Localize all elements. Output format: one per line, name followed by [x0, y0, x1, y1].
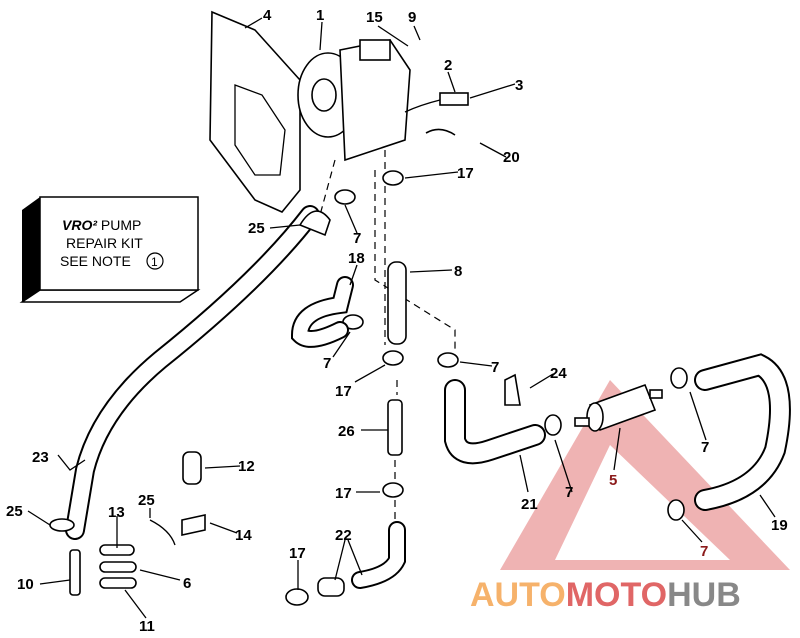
- callout-1: 1: [316, 7, 324, 24]
- callout-9: 9: [408, 9, 416, 26]
- leader-lines: [27, 17, 776, 619]
- callout-2: 2: [444, 57, 452, 74]
- fuel-filter: [574, 383, 663, 432]
- svg-text:VRO² PUMP: VRO² PUMP: [62, 217, 141, 233]
- callout-7: 7: [353, 230, 361, 247]
- watermark-triangle: [500, 380, 790, 570]
- watermark-moto: MOTO: [566, 576, 667, 614]
- callouts: 4 1 15 9 2 3 20 17 25 7 18 8 7 17 7 24 2…: [6, 7, 788, 635]
- callout-3: 3: [515, 77, 523, 94]
- bracket-plate: [209, 10, 301, 213]
- clip: [425, 128, 456, 136]
- kit-line2: REPAIR KIT: [66, 235, 143, 251]
- callout-19: 19: [771, 517, 788, 534]
- kit-brand: VRO²: [62, 217, 97, 233]
- plug-12: [182, 451, 202, 485]
- callout-7: 7: [700, 543, 708, 560]
- callout-8: 8: [454, 263, 462, 280]
- clamps: [285, 170, 688, 606]
- callout-7: 7: [701, 439, 709, 456]
- watermark-logo: AUTOMOTOHUB: [470, 576, 741, 614]
- callout-21: 21: [521, 496, 538, 513]
- callout-11: 11: [139, 618, 155, 635]
- callout-15: 15: [366, 9, 383, 26]
- watermark-auto: AUTO: [470, 576, 566, 614]
- callout-17: 17: [335, 383, 352, 400]
- callout-17: 17: [289, 545, 306, 562]
- kit-line3: SEE NOTE: [60, 253, 131, 269]
- callout-26: 26: [338, 423, 355, 440]
- fitting-10: [69, 549, 81, 596]
- callout-13: 13: [108, 504, 125, 521]
- callout-20: 20: [503, 149, 520, 166]
- callout-17: 17: [335, 485, 352, 502]
- callout-18: 18: [348, 250, 365, 267]
- callout-6: 6: [183, 575, 191, 592]
- repair-kit-box: VRO² PUMP REPAIR KIT SEE NOTE 1: [19, 196, 201, 303]
- callout-25: 25: [6, 503, 23, 520]
- callout-23: 23: [32, 449, 49, 466]
- kit-note-ref: 1: [151, 255, 158, 269]
- callout-10: 10: [17, 576, 34, 593]
- callout-7: 7: [323, 355, 331, 372]
- callout-7: 7: [491, 359, 499, 376]
- callout-14: 14: [235, 527, 252, 544]
- fuel-pump: [297, 39, 411, 162]
- connector-26: [387, 399, 403, 456]
- hose-8: [387, 261, 407, 345]
- callout-25: 25: [248, 220, 265, 237]
- fitting: [439, 92, 469, 106]
- callout-12: 12: [238, 458, 255, 475]
- callout-5: 5: [609, 472, 617, 489]
- callout-25: 25: [138, 492, 155, 509]
- callout-22: 22: [335, 527, 352, 544]
- callout-24: 24: [550, 365, 567, 382]
- watermark-hub: HUB: [667, 576, 741, 614]
- kit-pump: PUMP: [101, 217, 141, 233]
- callout-4: 4: [263, 7, 272, 24]
- callout-17: 17: [457, 165, 474, 182]
- callout-7: 7: [565, 484, 573, 501]
